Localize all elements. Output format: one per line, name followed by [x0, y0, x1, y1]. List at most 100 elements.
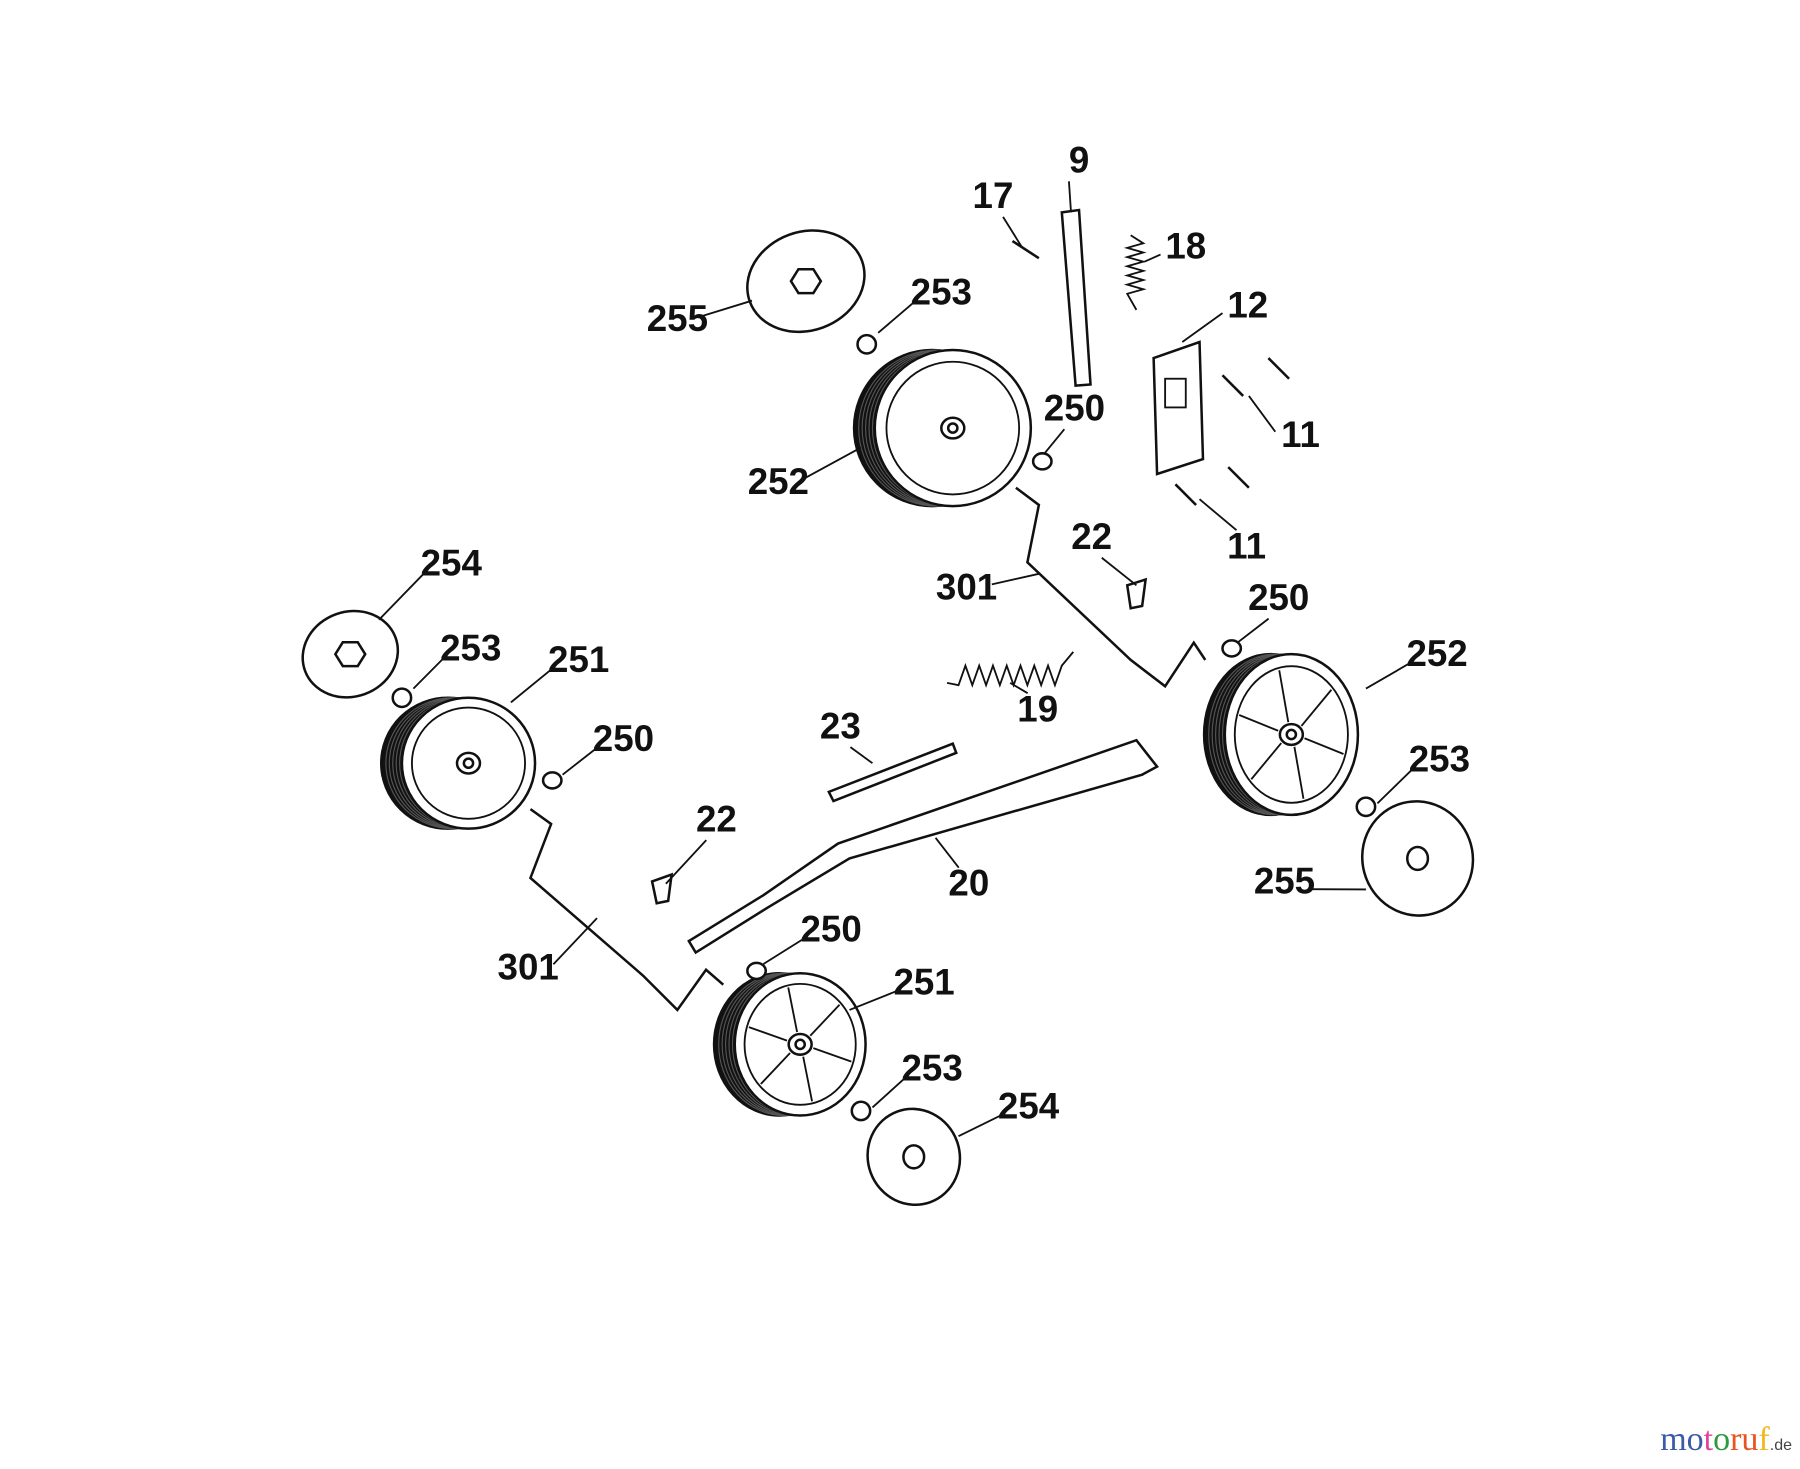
- wheel-spoke: [802, 1056, 813, 1102]
- screw-11: [1174, 483, 1197, 506]
- wheel-spoke: [1300, 689, 1333, 727]
- wheel-rim: [743, 982, 857, 1106]
- logo-letter: o: [1686, 1421, 1704, 1458]
- leader-lines: [378, 181, 1415, 1138]
- clip-22: [1125, 577, 1148, 610]
- leader-line: [1198, 498, 1238, 531]
- lever-20: [687, 738, 1159, 955]
- wheel-spoke: [1250, 742, 1282, 780]
- parts-drawing: [301, 208, 1475, 1207]
- wheel: [852, 348, 1033, 508]
- cap-hole: [1406, 845, 1430, 872]
- leader-line: [1068, 181, 1072, 213]
- motoruf-logo: motoruf.de: [1660, 1421, 1792, 1459]
- callout-label: 251: [548, 639, 609, 680]
- callout-label: 12: [1227, 284, 1268, 325]
- leader-line: [803, 446, 862, 480]
- bracket-slot: [1164, 377, 1187, 409]
- callout-label: 255: [647, 298, 708, 339]
- wheel-spoke: [760, 1052, 791, 1085]
- wheel-axle-hole: [794, 1038, 807, 1051]
- screw-11: [1267, 357, 1290, 380]
- axle-301: [1015, 486, 1207, 689]
- hub-cap: [746, 229, 866, 334]
- hub-cap: [866, 1107, 962, 1207]
- leader-line: [1101, 557, 1137, 587]
- hub-cap: [301, 609, 400, 699]
- wheel-spoke: [1293, 746, 1305, 799]
- logo-letter: m: [1660, 1421, 1687, 1458]
- leader-line: [562, 746, 599, 776]
- callout-label: 250: [1248, 577, 1309, 618]
- flat-washer: [746, 961, 767, 981]
- leader-line: [849, 746, 873, 764]
- pin-17: [1011, 239, 1040, 260]
- callout-label: 23: [820, 705, 861, 746]
- leader-line: [1248, 395, 1277, 433]
- wheel-rim: [885, 360, 1021, 496]
- leader-line: [1043, 428, 1066, 454]
- leader-line: [665, 839, 707, 885]
- wheel-spoke: [1238, 714, 1279, 732]
- callout-label: 17: [973, 175, 1014, 216]
- rod-9: [1060, 208, 1092, 387]
- leader-line: [552, 917, 598, 965]
- hex-hole: [789, 267, 823, 295]
- leader-line: [1376, 766, 1415, 805]
- wheel-rim: [1233, 665, 1349, 804]
- callout-label: 20: [948, 863, 989, 904]
- wheel-spoke: [1304, 737, 1344, 755]
- bar-23: [827, 742, 958, 803]
- callout-label: 254: [998, 1085, 1060, 1126]
- hex-hole: [333, 640, 367, 668]
- callout-label: 18: [1165, 226, 1206, 267]
- star-washer: [856, 333, 878, 355]
- logo-letter: o: [1713, 1421, 1731, 1458]
- leader-line: [849, 989, 900, 1011]
- wheel: [379, 696, 537, 830]
- flat-washer: [541, 771, 563, 790]
- logo-letter: r: [1730, 1421, 1742, 1458]
- leader-line: [991, 572, 1040, 586]
- cap-hole: [902, 1144, 926, 1170]
- leader-line: [762, 936, 807, 965]
- logo-letter: u: [1741, 1421, 1759, 1458]
- callout-label: 250: [593, 718, 654, 759]
- hub-cap: [1360, 800, 1475, 917]
- wheel-axle-hole: [1285, 728, 1298, 741]
- wheel-spoke: [809, 1004, 841, 1037]
- leader-line: [934, 837, 960, 869]
- callout-label: 22: [696, 798, 737, 839]
- axle-301: [528, 808, 725, 1012]
- spring-19: [946, 651, 1075, 688]
- callout-label: 301: [498, 946, 559, 987]
- leader-line: [871, 1075, 908, 1109]
- callout-label: 301: [936, 567, 997, 608]
- leader-line: [1144, 253, 1161, 263]
- leader-line: [702, 299, 753, 317]
- callout-label: 253: [911, 272, 972, 313]
- callout-label: 19: [1017, 688, 1058, 729]
- logo-suffix: .de: [1769, 1437, 1792, 1454]
- leader-line: [1365, 661, 1413, 690]
- flat-washer: [1221, 639, 1243, 658]
- leader-line: [510, 666, 554, 704]
- logo-letter: t: [1703, 1421, 1714, 1458]
- wheel-spoke: [1278, 670, 1290, 723]
- leader-line: [412, 655, 447, 690]
- callout-label: 253: [440, 627, 501, 668]
- callout-label: 11: [1227, 525, 1266, 566]
- leader-line: [1181, 312, 1224, 343]
- screw-11: [1227, 466, 1250, 489]
- callout-label: 252: [748, 461, 809, 502]
- callout-label: 250: [801, 909, 862, 950]
- callout-label: 255: [1254, 860, 1315, 901]
- leader-line: [1009, 682, 1029, 694]
- leader-line: [958, 1113, 1004, 1138]
- leader-line: [1236, 617, 1270, 644]
- wheel-spoke: [748, 1026, 788, 1042]
- callout-label: 9: [1069, 140, 1089, 181]
- clip-22: [650, 872, 674, 905]
